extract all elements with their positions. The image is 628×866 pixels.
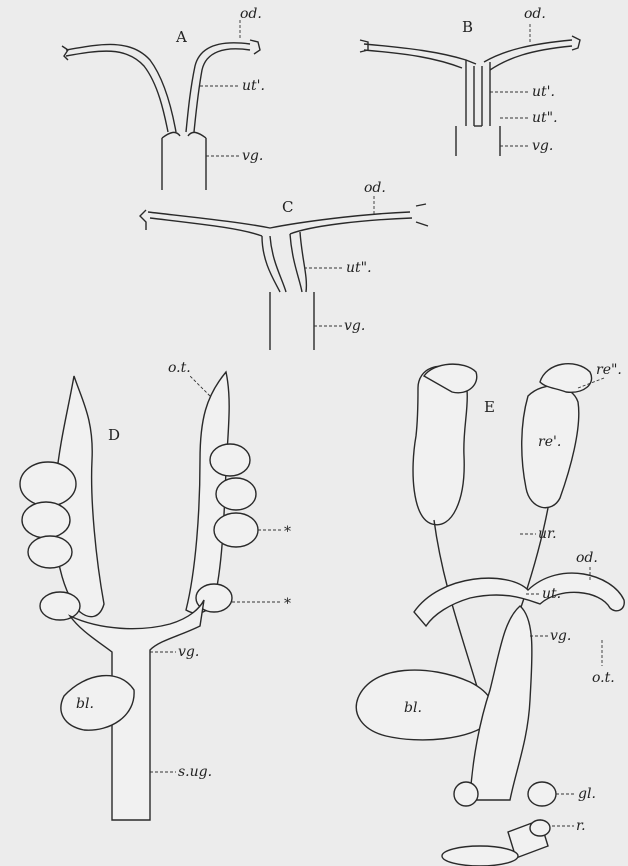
label-e-r: r.: [576, 818, 586, 834]
label-d-star1: *: [284, 524, 291, 540]
panel-a-letter: A: [175, 28, 187, 46]
label-a-vg: vg.: [242, 148, 263, 164]
label-d-bl: bl.: [76, 696, 94, 712]
label-e-ut: ut.: [542, 586, 561, 602]
label-d-star2: *: [284, 596, 291, 612]
label-a-ut1: ut'.: [242, 78, 265, 94]
panel-d: D o.t. * * vg. bl. s.ug.: [20, 360, 291, 820]
panel-c: C od. ut". vg.: [140, 180, 428, 350]
panel-b: B od. ut'. ut". vg.: [360, 6, 580, 156]
label-e-re1: re'.: [538, 434, 561, 450]
label-e-ot: o.t.: [592, 670, 615, 686]
label-b-ut2: ut".: [532, 110, 558, 126]
panel-c-letter: C: [282, 198, 293, 216]
label-e-od: od.: [576, 550, 598, 566]
label-d-vg: vg.: [178, 644, 199, 660]
label-e-bl: bl.: [404, 700, 422, 716]
label-b-vg: vg.: [532, 138, 553, 154]
label-c-vg: vg.: [344, 318, 365, 334]
label-e-gl: gl.: [578, 786, 596, 802]
label-b-ut1: ut'.: [532, 84, 555, 100]
label-c-ut2: ut".: [346, 260, 372, 276]
label-e-re2: re".: [596, 362, 622, 378]
panel-a: A od. ut'. vg.: [62, 6, 265, 190]
panel-b-letter: B: [462, 18, 473, 36]
label-e-vg: vg.: [550, 628, 571, 644]
panel-e-letter: E: [484, 398, 495, 416]
panel-e: E re". re'. ur. od. ut. vg. o.t. bl. gl.…: [356, 362, 624, 866]
label-d-sug: s.ug.: [178, 764, 212, 780]
panel-d-letter: D: [108, 426, 120, 444]
label-a-od: od.: [240, 6, 262, 22]
label-e-ur: ur.: [538, 526, 557, 542]
label-d-ot: o.t.: [168, 360, 191, 376]
label-c-od: od.: [364, 180, 386, 196]
label-b-od: od.: [524, 6, 546, 22]
